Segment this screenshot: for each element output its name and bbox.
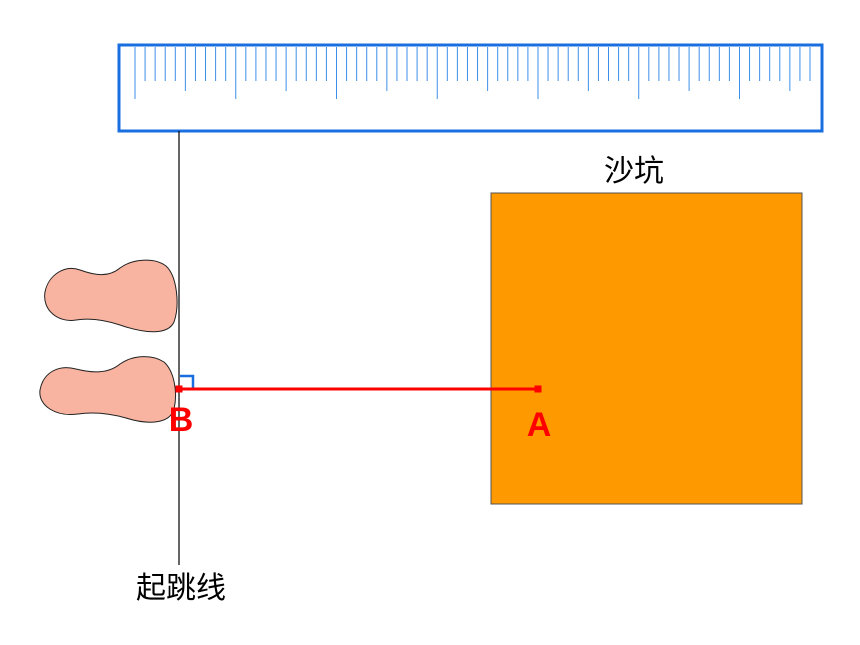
footprint-lower xyxy=(39,356,177,423)
point-a-marker xyxy=(534,385,542,393)
takeoff-line-label: 起跳线 xyxy=(136,571,226,606)
point-b-marker xyxy=(175,385,183,393)
measuring-tape xyxy=(117,43,824,133)
measuring-tape-ticks xyxy=(134,47,811,99)
footprint-upper xyxy=(44,259,178,333)
sand-pit-label: 沙坑 xyxy=(604,154,664,189)
measuring-tape-frame xyxy=(117,43,824,133)
point-b-label: B xyxy=(169,401,194,439)
sand-pit xyxy=(490,192,803,505)
point-a-label: A xyxy=(527,406,552,444)
right-angle-mark xyxy=(180,374,195,389)
